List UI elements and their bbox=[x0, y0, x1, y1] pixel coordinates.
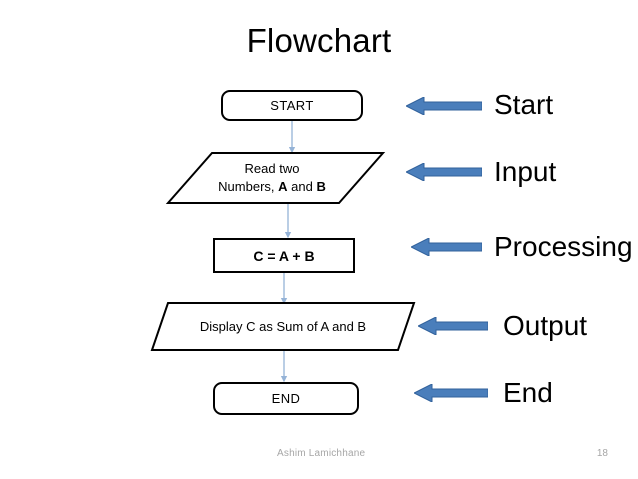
annotation-arrow-processing bbox=[411, 238, 482, 256]
page-title: Flowchart bbox=[246, 22, 392, 59]
flow-node-process-label: C = A + B bbox=[253, 247, 315, 264]
annotation-arrow-start bbox=[406, 97, 482, 115]
input-var-b: B bbox=[316, 179, 326, 194]
footer-author: Ashim Lamichhane bbox=[277, 448, 366, 459]
annotation-arrow-output bbox=[418, 317, 488, 335]
input-line2-mid: and bbox=[287, 179, 317, 194]
flow-node-start-label: START bbox=[270, 98, 314, 113]
flow-node-input[interactable]: Read two Numbers, A and B bbox=[152, 152, 386, 204]
input-var-a: A bbox=[278, 179, 288, 194]
input-line2-prefix: Numbers, bbox=[218, 179, 279, 194]
flow-node-output-label: Display C as Sum of A and B bbox=[199, 318, 367, 334]
parallelogram-shape bbox=[165, 152, 386, 204]
flow-node-end[interactable]: END bbox=[213, 382, 359, 415]
footer-page-number: 18 bbox=[596, 448, 608, 459]
flow-node-input-label-line1: Read two bbox=[244, 161, 300, 176]
flow-node-process[interactable]: C = A + B bbox=[213, 238, 355, 273]
flow-node-output[interactable]: Display C as Sum of A and B bbox=[150, 302, 416, 351]
annotation-label-processing: Processing bbox=[494, 231, 633, 262]
flow-node-end-label: END bbox=[271, 391, 301, 406]
annotation-arrow-input bbox=[406, 163, 482, 181]
annotation-label-end: End bbox=[503, 377, 553, 408]
annotation-label-input: Input bbox=[494, 156, 557, 187]
flow-node-input-label-line2: Numbers, A and B bbox=[160, 178, 384, 196]
flow-node-start[interactable]: START bbox=[221, 90, 363, 121]
annotation-label-output: Output bbox=[503, 310, 588, 341]
flow-node-input-label: Read two Numbers, A and B bbox=[152, 160, 384, 196]
annotation-arrow-end bbox=[414, 384, 488, 402]
parallelogram-shape bbox=[150, 302, 416, 351]
annotation-label-start: Start bbox=[494, 89, 554, 120]
